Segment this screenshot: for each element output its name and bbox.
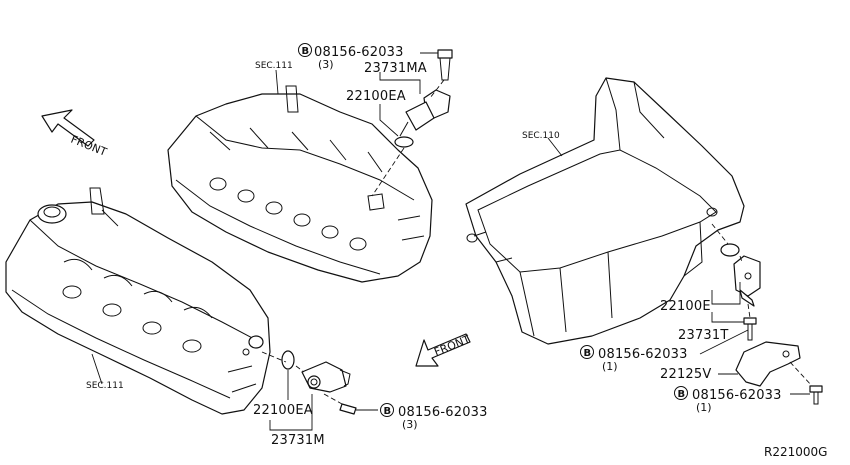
callout-right-bolt: B 08156-62033 (1) — [580, 345, 688, 373]
sec-pan-leader — [547, 137, 563, 157]
sec-ref-upper: SEC.111 — [255, 61, 293, 71]
front-arrow-center: FRONT — [415, 333, 472, 367]
bottom-sensor-assembly — [261, 350, 378, 431]
sec-ref-lower: SEC.111 — [86, 381, 124, 391]
callout-bottom-bolt: B 08156-62033 (3) — [380, 403, 488, 431]
bolt-qty: (1) — [696, 401, 712, 414]
bolt-part-number: 08156-62033 — [314, 45, 404, 60]
bolt-qty: (3) — [402, 418, 418, 431]
sec-lower-leader-2 — [91, 353, 103, 385]
bolt-part-number: 08156-62033 — [398, 405, 488, 420]
label-right-group: 22100E — [660, 299, 711, 314]
lower-cylinder-head — [5, 187, 271, 415]
bolt-part-number: 08156-62033 — [598, 347, 688, 362]
right-sensor-assembly — [699, 223, 823, 405]
sec-ref-pan: SEC.110 — [522, 131, 560, 141]
front-label: FRONT — [432, 333, 472, 359]
sec-upper-leader — [275, 69, 279, 95]
oil-pan — [465, 77, 745, 345]
bolt-marker: B — [384, 406, 392, 417]
callout-top-bolt: B 08156-62033 (3) — [298, 43, 404, 71]
bolt-qty: (3) — [318, 58, 334, 71]
label-bottom-sensor: 23731M — [271, 433, 325, 448]
upper-cylinder-head — [167, 85, 433, 283]
bolt-part-number: 08156-62033 — [692, 388, 782, 403]
diagram-id: R221000G — [764, 445, 827, 459]
top-sensor-assembly — [371, 49, 453, 197]
bolt-marker: B — [302, 46, 310, 57]
label-bottom-group: 22100EA — [253, 403, 313, 418]
label-top-oring: 22100EA — [346, 89, 406, 104]
front-arrow-upper-left: FRONT — [41, 109, 109, 159]
bolt-qty: (1) — [602, 360, 618, 373]
bolt-marker: B — [584, 348, 592, 359]
label-bracket: 22125V — [660, 367, 711, 382]
bolt-marker: B — [678, 389, 686, 400]
label-right-sensor: 23731T — [678, 328, 729, 343]
label-top-sensor: 23731MA — [364, 61, 427, 76]
sec-lower-leader — [101, 209, 119, 227]
callout-bracket-bolt: B 08156-62033 (1) — [674, 386, 782, 414]
